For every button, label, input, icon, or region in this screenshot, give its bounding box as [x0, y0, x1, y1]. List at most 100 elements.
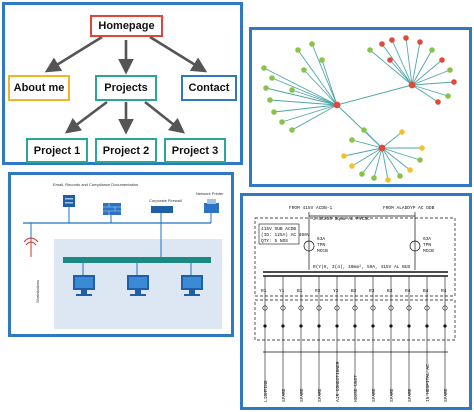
- graph-edge: [291, 89, 338, 106]
- feeder-node: [335, 324, 339, 328]
- graph-node: [361, 127, 367, 133]
- graph-edge: [281, 104, 338, 123]
- contact-node[interactable]: Contact: [181, 75, 237, 101]
- graph-hub-node: [408, 81, 416, 89]
- schematic-title-block: 415V SUB ACDB (ID: 125A) AC 400V QTY: 5 …: [258, 223, 310, 245]
- server-icon: [63, 195, 75, 207]
- feeder-breaker: [370, 305, 376, 311]
- printer-label: Network Printer: [196, 191, 224, 196]
- network-graph: [261, 35, 457, 183]
- feeder-breaker: [406, 305, 412, 311]
- about-node[interactable]: About me: [8, 75, 70, 101]
- antenna-icon: [23, 237, 39, 257]
- graph-node: [349, 163, 355, 169]
- graph-node: [289, 87, 295, 93]
- feeder-breaker: [262, 305, 268, 311]
- project-2-node[interactable]: Project 2: [95, 138, 157, 163]
- feeder-load-label: AIR CONDITIONER: [335, 361, 341, 402]
- feeder-node: [371, 324, 375, 328]
- graph-node: [359, 171, 365, 177]
- graph-edge: [351, 147, 383, 167]
- graph-hub-node: [333, 101, 341, 109]
- graph-node: [417, 157, 423, 163]
- graph-node: [349, 137, 355, 143]
- graph-node: [417, 39, 423, 45]
- feeder-breaker: [442, 305, 448, 311]
- graph-node: [389, 37, 395, 43]
- arrow-projects-p3: [144, 100, 186, 134]
- graph-edge: [361, 147, 383, 175]
- feeder-load-label: SPARE: [299, 388, 305, 402]
- graph-node: [445, 93, 451, 99]
- graph-edge: [391, 39, 413, 86]
- feeder-label: B2: [351, 288, 357, 294]
- firewall-appliance-icon: [151, 206, 173, 213]
- schematic-title-2: (ID: 125A) AC 400V: [261, 232, 310, 238]
- graph-edge: [336, 84, 413, 106]
- right-breaker-kind: MCCB: [423, 248, 434, 254]
- network-diagram: Workstations Email, Records and Complian…: [23, 182, 224, 329]
- firewall-label: Corporate Firewall: [149, 198, 182, 203]
- feeder-node: [299, 324, 303, 328]
- feeder-breaker: [424, 305, 430, 311]
- feeder-node: [281, 324, 285, 328]
- homepage-node[interactable]: Homepage: [90, 15, 163, 37]
- graph-edge: [271, 77, 338, 106]
- graph-node: [385, 177, 391, 183]
- graph-node: [407, 167, 413, 173]
- feeder-breaker: [316, 305, 322, 311]
- schematic-title-1: 415V SUB ACDB: [261, 226, 296, 232]
- sitemap-panel: Homepage About me Projects Contact Proje…: [2, 2, 243, 165]
- feeder-load-label: SPARE: [281, 388, 287, 402]
- graph-edge: [351, 139, 383, 149]
- firewall-icon: [103, 203, 121, 215]
- graph-node: [403, 35, 409, 41]
- workstation-1-icon: [73, 275, 95, 296]
- project-1-node[interactable]: Project 1: [26, 138, 88, 163]
- projects-node[interactable]: Projects: [95, 75, 157, 101]
- feeder-label: Y2: [333, 288, 339, 294]
- sitemap-arrows: [44, 35, 208, 135]
- feeder-node: [443, 324, 447, 328]
- graph-node: [399, 129, 405, 135]
- network-graph-panel: [249, 27, 472, 187]
- graph-edge: [381, 147, 411, 171]
- feeder-node: [425, 324, 429, 328]
- feeder-label: R4: [405, 288, 411, 294]
- graph-edge: [381, 147, 389, 181]
- graph-edge: [405, 37, 413, 86]
- feeder-load-label: LIGHTING: [263, 380, 269, 402]
- right-breaker-type: TPN: [423, 242, 431, 248]
- graph-node: [289, 127, 295, 133]
- schematic-panel: FROM 415V ACDB-1 FROM ALADDYP AC DDB 3.5…: [240, 193, 472, 410]
- graph-node: [397, 173, 403, 179]
- feeder-node: [353, 324, 357, 328]
- feeder-node: [263, 324, 267, 328]
- graph-edge: [321, 59, 338, 106]
- graph-node: [341, 153, 347, 159]
- arrow-projects-p1: [64, 100, 108, 134]
- left-breaker-rating: 63A: [317, 236, 325, 242]
- graph-edge: [411, 84, 439, 103]
- graph-node: [439, 57, 445, 63]
- feeder-node: [389, 324, 393, 328]
- graph-node: [267, 97, 273, 103]
- feeder-breaker: [388, 305, 394, 311]
- schematic-cable-label: 3.5CX35 Sqmm AL PVCSC: [313, 216, 370, 222]
- graph-node: [419, 145, 425, 151]
- graph-node: [387, 57, 393, 63]
- electrical-schematic: FROM 415V ACDB-1 FROM ALADDYP AC DDB 3.5…: [254, 205, 456, 402]
- feeder-load-label: SPARE: [443, 388, 449, 402]
- graph-edge: [411, 49, 433, 86]
- graph-hub-node: [378, 144, 386, 152]
- graph-edge: [303, 69, 338, 106]
- feeder-load-label: SPARE: [389, 388, 395, 402]
- graph-edge: [343, 147, 383, 157]
- project-3-node[interactable]: Project 3: [164, 138, 226, 163]
- graph-edge: [265, 87, 338, 106]
- arrow-home-contact: [149, 35, 208, 73]
- graph-edge: [411, 69, 451, 86]
- workstations-label: Workstations: [35, 280, 40, 303]
- right-breaker-rating: 63A: [423, 236, 431, 242]
